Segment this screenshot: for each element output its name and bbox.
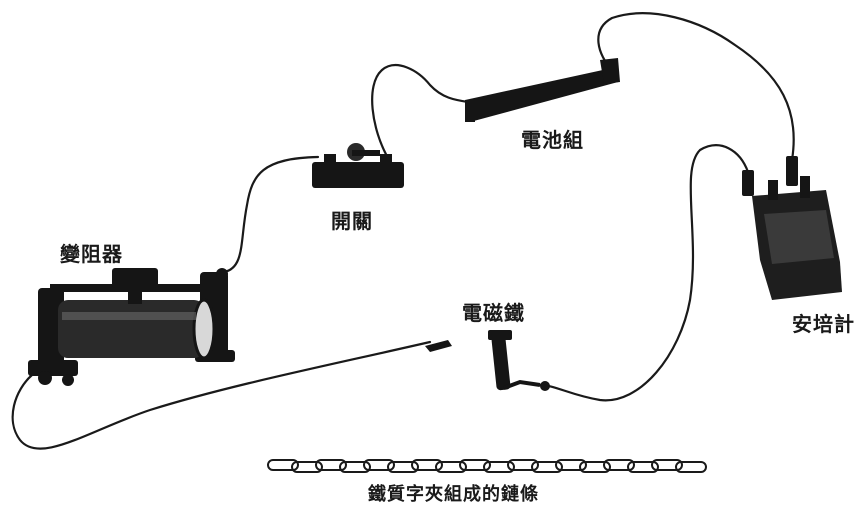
wire-electromagnet-rheostat: [11, 340, 432, 450]
paperclip-link: [651, 459, 683, 471]
paperclip-link: [315, 459, 347, 471]
electromagnet-label: 電磁鐵: [462, 301, 525, 325]
paperclip-link: [603, 459, 635, 471]
ammeter-icon: [742, 156, 842, 300]
paperclip-link: [459, 459, 491, 471]
wire-rheostat-switch: [222, 155, 320, 274]
switch-icon: [312, 143, 404, 188]
wire-battery-ammeter: [597, 12, 795, 162]
paperclip-link: [531, 461, 563, 473]
paperclip-link: [363, 459, 395, 471]
switch-label: 開關: [331, 209, 373, 233]
paperclip-link: [435, 461, 467, 473]
battery-pack-icon: [465, 58, 620, 122]
wire-ammeter-electromagnet: [538, 144, 750, 402]
rheostat-label: 變阻器: [60, 242, 123, 266]
wires: [11, 12, 795, 450]
paperclip-link: [627, 461, 659, 473]
paperclip-link: [339, 461, 371, 473]
paperclip-link: [483, 461, 515, 473]
chain-label: 鐵質字夾組成的鏈條: [368, 484, 539, 505]
wire-switch-battery: [371, 64, 470, 160]
paperclip-link: [675, 461, 707, 473]
paperclip-link: [291, 461, 323, 473]
paperclip-link: [507, 459, 539, 471]
paperclip-link: [579, 461, 611, 473]
ammeter-label: 安培計: [792, 312, 855, 336]
paperclip-link: [267, 459, 299, 471]
paperclip-link: [555, 459, 587, 471]
rheostat-icon: [28, 268, 235, 386]
paperclip-link: [411, 459, 443, 471]
paperclip-chain-icon: [267, 459, 707, 473]
electromagnet-icon: [425, 330, 550, 391]
paperclip-link: [387, 461, 419, 473]
battery-label: 電池組: [521, 128, 584, 152]
